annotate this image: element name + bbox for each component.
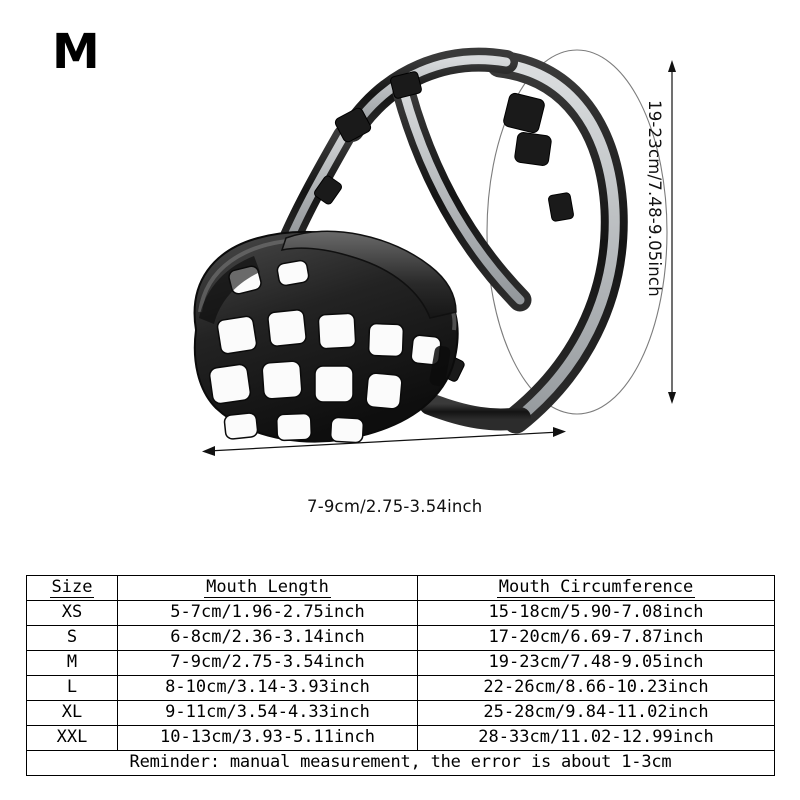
- cell-circumference: 28-33cm/11.02-12.99inch: [417, 725, 775, 751]
- cell-circumference: 17-20cm/6.69-7.87inch: [417, 625, 775, 651]
- header-mouth-circumference: Mouth Circumference: [417, 575, 775, 601]
- table-reminder-row: Reminder: manual measurement, the error …: [26, 750, 775, 776]
- table-row: M 7-9cm/2.75-3.54inch 19-23cm/7.48-9.05i…: [26, 650, 775, 676]
- header-mouth-length: Mouth Length: [117, 575, 418, 601]
- size-badge: M: [52, 24, 100, 80]
- product-photo-area: M 19-23cm/7.48-9.05inch 7-9cm/2.75-3.54i…: [52, 24, 676, 516]
- size-chart: Size Mouth Length Mouth Circumference XS…: [26, 575, 775, 776]
- table-row: XS 5-7cm/1.96-2.75inch 15-18cm/5.90-7.08…: [26, 600, 775, 626]
- header-mouth-length-label: Mouth Length: [204, 577, 331, 598]
- muzzle-illustration: [193, 47, 676, 456]
- header-mouth-circumference-label: Mouth Circumference: [496, 577, 696, 598]
- cell-size: L: [26, 675, 118, 701]
- table-row: L 8-10cm/3.14-3.93inch 22-26cm/8.66-10.2…: [26, 675, 775, 701]
- table-row: S 6-8cm/2.36-3.14inch 17-20cm/6.69-7.87i…: [26, 625, 775, 651]
- cell-size: XL: [26, 700, 118, 726]
- cell-circumference: 15-18cm/5.90-7.08inch: [417, 600, 775, 626]
- size-chart-table: Size Mouth Length Mouth Circumference XS…: [26, 575, 775, 776]
- cell-length: 8-10cm/3.14-3.93inch: [117, 675, 418, 701]
- header-size: Size: [26, 575, 118, 601]
- table-row: XXL 10-13cm/3.93-5.11inch 28-33cm/11.02-…: [26, 725, 775, 751]
- cell-length: 9-11cm/3.54-4.33inch: [117, 700, 418, 726]
- table-row: XL 9-11cm/3.54-4.33inch 25-28cm/9.84-11.…: [26, 700, 775, 726]
- cell-size: XS: [26, 600, 118, 626]
- dimension-label-length: 7-9cm/2.75-3.54inch: [307, 497, 483, 516]
- header-size-label: Size: [49, 577, 95, 598]
- dimension-label-circumference: 19-23cm/7.48-9.05inch: [645, 100, 664, 297]
- cell-length: 10-13cm/3.93-5.11inch: [117, 725, 418, 751]
- cell-circumference: 22-26cm/8.66-10.23inch: [417, 675, 775, 701]
- cell-circumference: 19-23cm/7.48-9.05inch: [417, 650, 775, 676]
- cell-length: 6-8cm/2.36-3.14inch: [117, 625, 418, 651]
- reminder-text: Reminder: manual measurement, the error …: [26, 750, 775, 776]
- cell-size: S: [26, 625, 118, 651]
- cell-circumference: 25-28cm/9.84-11.02inch: [417, 700, 775, 726]
- cell-length: 5-7cm/1.96-2.75inch: [117, 600, 418, 626]
- table-header-row: Size Mouth Length Mouth Circumference: [26, 575, 775, 601]
- cell-size: XXL: [26, 725, 118, 751]
- cell-length: 7-9cm/2.75-3.54inch: [117, 650, 418, 676]
- cell-size: M: [26, 650, 118, 676]
